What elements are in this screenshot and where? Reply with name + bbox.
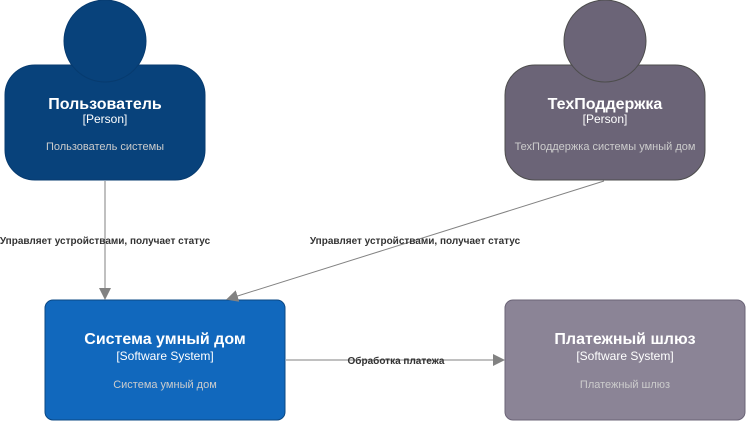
person-user-description: Пользователь системы [46,141,164,153]
system-payment-gateway[interactable]: Платежный шлюз [Software System] Платежн… [504,299,746,421]
person-user-type: [Person] [83,112,128,126]
system-payment-gateway-type: [Software System] [576,349,673,363]
edge-system-to-gateway[interactable]: Обработка платежа [286,354,505,367]
system-smart-home-title: Система умный дом [84,331,245,348]
person-support-description: ТехПоддержка системы умный дом [515,141,696,153]
edge-support-to-system-line [226,180,605,302]
edge-support-to-system-label: Управляет устройствами, получает статус [310,236,521,247]
system-smart-home-box [44,299,286,421]
person-user-head-icon [63,0,147,83]
person-user-title: Пользователь [48,96,162,113]
person-support-head-icon [563,0,647,83]
person-support-type: [Person] [583,112,628,126]
edge-support-to-system[interactable]: Управляет устройствами, получает статус [226,180,605,302]
system-smart-home-type: [Software System] [116,349,213,363]
system-payment-gateway-title: Платежный шлюз [554,331,695,348]
system-payment-gateway-description: Платежный шлюз [580,379,670,391]
person-support[interactable]: ТехПоддержка [Person] ТехПоддержка систе… [504,0,706,181]
edge-user-to-system-label: Управляет устройствами, получает статус [0,236,211,247]
edge-system-to-gateway-label: Обработка платежа [348,355,445,367]
person-user[interactable]: Пользователь [Person] Пользователь систе… [4,0,206,181]
system-smart-home-description: Система умный дом [113,379,217,391]
system-payment-gateway-box [504,299,746,421]
system-smart-home[interactable]: Система умный дом [Software System] Сист… [44,299,286,421]
edge-user-to-system[interactable]: Управляет устройствами, получает статус [0,181,211,300]
person-support-title: ТехПоддержка [548,96,663,113]
